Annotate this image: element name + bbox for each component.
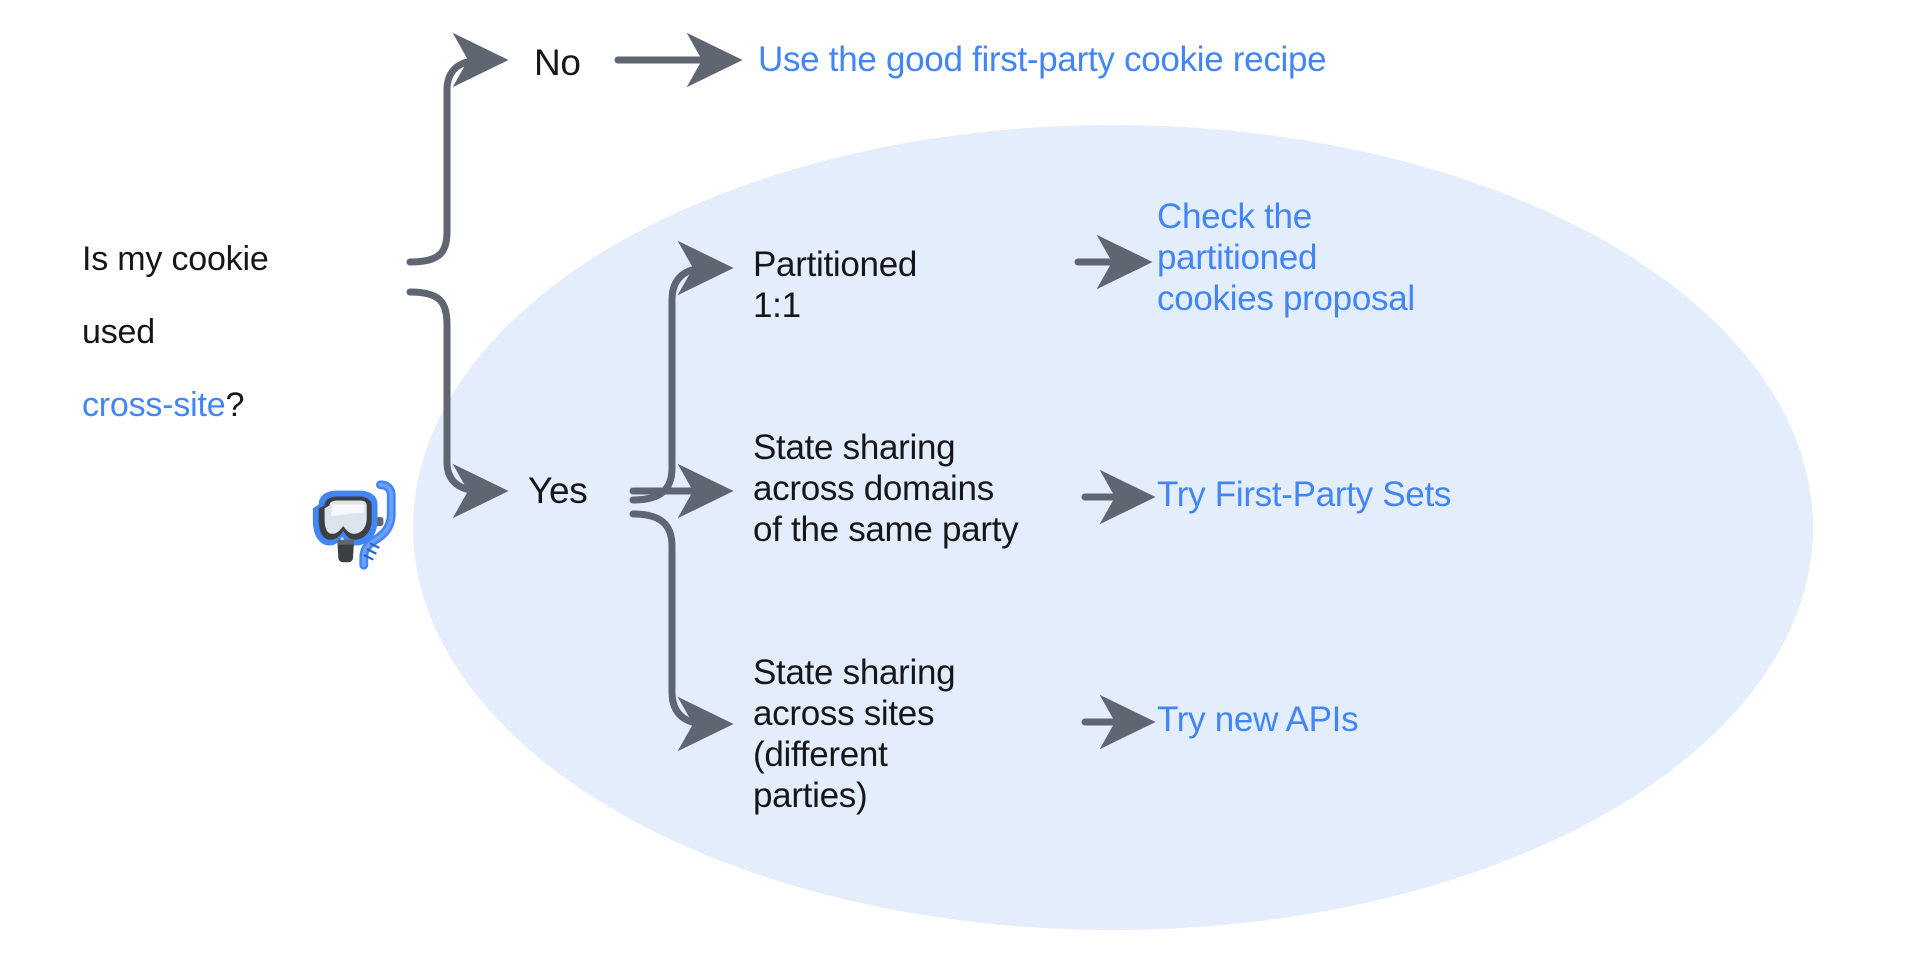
branch-label-yes: Yes [528, 470, 588, 511]
connector-root-to-no [406, 32, 509, 266]
link-partitioned-cookies-proposal[interactable]: Check the partitioned cookies proposal [1157, 197, 1415, 318]
branch-label-no: No [534, 42, 581, 83]
question-line-2: used [82, 313, 155, 352]
diving-mask-icon [305, 475, 403, 573]
diving-mask-glyph [312, 480, 396, 570]
link-first-party-cookie-recipe[interactable]: Use the good first-party cookie recipe [758, 40, 1327, 79]
question-suffix: ? [225, 385, 245, 424]
link-try-new-apis[interactable]: Try new APIs [1157, 700, 1359, 739]
cross-site-link[interactable]: cross-site [82, 385, 226, 424]
outcome-partitioned: Partitioned 1:1 [753, 245, 918, 325]
link-try-first-party-sets[interactable]: Try First-Party Sets [1157, 475, 1452, 514]
question-line-1: Is my cookie [82, 240, 269, 279]
outcome-state-sharing-domains: State sharing across domains of the same… [753, 428, 1019, 549]
highlight-ellipse [413, 125, 1813, 930]
outcome-state-sharing-sites: State sharing across sites (different pa… [753, 653, 956, 815]
root-question: Is my cookie used cross-site? [82, 205, 372, 423]
